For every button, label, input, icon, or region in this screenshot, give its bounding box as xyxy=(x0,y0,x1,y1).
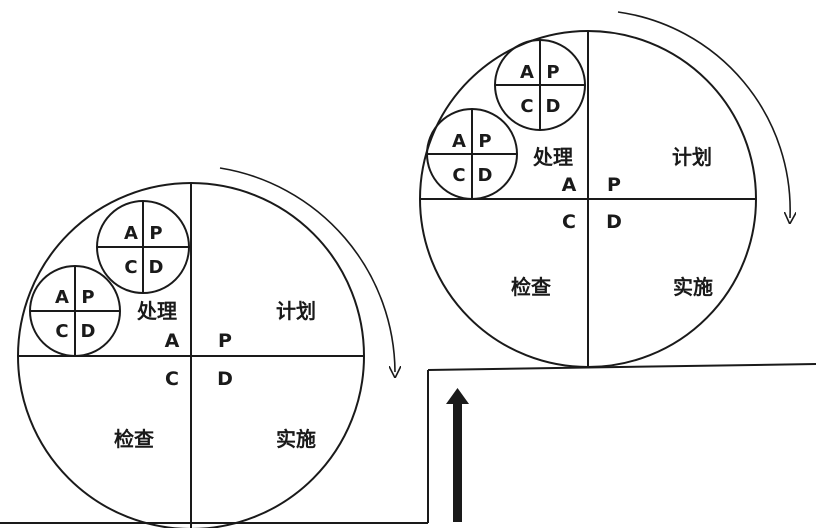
left-label-do: 实施 xyxy=(276,427,316,451)
upward-arrow-icon xyxy=(446,388,469,522)
right-label-plan: 计划 xyxy=(672,145,712,169)
left-label-check: 检查 xyxy=(114,427,154,451)
right-label-do: 实施 xyxy=(673,275,713,299)
right-label-process: 处理 xyxy=(532,145,573,169)
right-small2-a: A xyxy=(452,131,466,152)
ground-line-upper xyxy=(427,363,816,371)
left-small1-c: C xyxy=(124,257,137,278)
right-center-p: P xyxy=(607,174,621,196)
left-small1-a: A xyxy=(124,223,138,244)
right-rotation-arrow-icon xyxy=(617,11,790,218)
left-center-d: D xyxy=(217,368,233,390)
left-small2-p: P xyxy=(81,287,94,308)
right-center-a: A xyxy=(562,174,577,196)
left-label-process: 处理 xyxy=(136,299,177,323)
right-small1-c: C xyxy=(520,96,533,117)
left-center-p: P xyxy=(218,330,232,352)
left-small1-d: D xyxy=(149,257,164,278)
left-small1-p: P xyxy=(149,223,162,244)
right-small-cycle-1: A P C D xyxy=(494,39,586,131)
left-small2-a: A xyxy=(55,287,69,308)
left-label-plan: 计划 xyxy=(276,299,316,323)
right-small1-a: A xyxy=(520,62,534,83)
right-small1-p: P xyxy=(546,62,559,83)
right-small-cycle-2: A P C D xyxy=(426,108,518,200)
right-small2-c: C xyxy=(452,165,465,186)
right-label-check: 检查 xyxy=(511,275,551,299)
right-small1-d: D xyxy=(546,96,561,117)
left-rotation-arrow-icon xyxy=(219,167,395,372)
left-small-cycle-1: A P C D xyxy=(96,200,190,294)
left-small-cycle-2: A P C D xyxy=(29,265,121,357)
left-cycle: A P C D A P C D 处理 计划 检查 实施 A P C D xyxy=(17,167,395,528)
right-small2-p: P xyxy=(478,131,491,152)
left-center-a: A xyxy=(165,330,180,352)
right-cycle: A P C D A P C D 处理 计划 检查 实施 A P C D xyxy=(419,11,790,368)
right-small2-d: D xyxy=(478,165,493,186)
right-center-d: D xyxy=(606,211,622,233)
left-small2-d: D xyxy=(81,321,96,342)
right-center-c: C xyxy=(562,211,576,233)
left-center-c: C xyxy=(165,368,179,390)
left-small2-c: C xyxy=(55,321,68,342)
